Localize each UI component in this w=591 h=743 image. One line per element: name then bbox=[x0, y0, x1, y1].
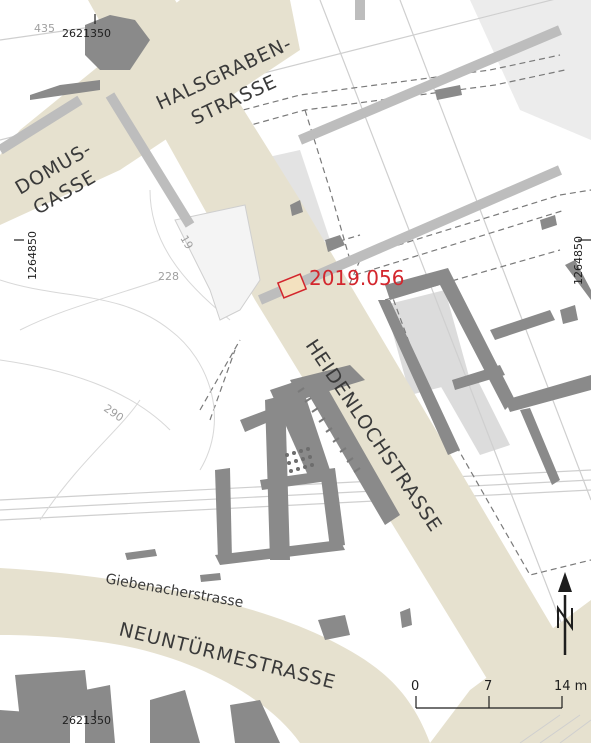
wall-lines bbox=[0, 0, 562, 305]
contour-label-228: 228 bbox=[158, 270, 179, 283]
scale-label-7: 7 bbox=[484, 679, 492, 694]
pillar-grid bbox=[285, 447, 314, 473]
scale-label-0: 0 bbox=[411, 679, 419, 694]
hatched-strip bbox=[297, 387, 361, 473]
dashed-boundaries bbox=[199, 54, 591, 576]
excavation-trench bbox=[276, 273, 308, 299]
coordinate-left-north: 1264850 bbox=[26, 231, 39, 280]
coordinate-right-north: 1264850 bbox=[572, 236, 585, 285]
scale-bar bbox=[415, 696, 563, 709]
north-arrow bbox=[557, 572, 573, 655]
plaza-area bbox=[174, 204, 261, 321]
contour-label-290: 290 bbox=[101, 402, 126, 425]
contour-lines bbox=[0, 189, 231, 521]
scale-label-14: 14 m bbox=[554, 679, 587, 694]
coordinate-bottom-east: 2621350 bbox=[62, 714, 111, 727]
coordinate-ticks bbox=[14, 14, 591, 718]
contour-label-19: 19 bbox=[177, 233, 195, 252]
coordinate-top-east: 2621350 bbox=[62, 27, 111, 40]
contour-label-435: 435 bbox=[34, 22, 55, 35]
excavation-label: 2019.056 bbox=[309, 266, 404, 290]
edge-hatching bbox=[519, 714, 591, 743]
archaeological-walls bbox=[0, 15, 591, 743]
